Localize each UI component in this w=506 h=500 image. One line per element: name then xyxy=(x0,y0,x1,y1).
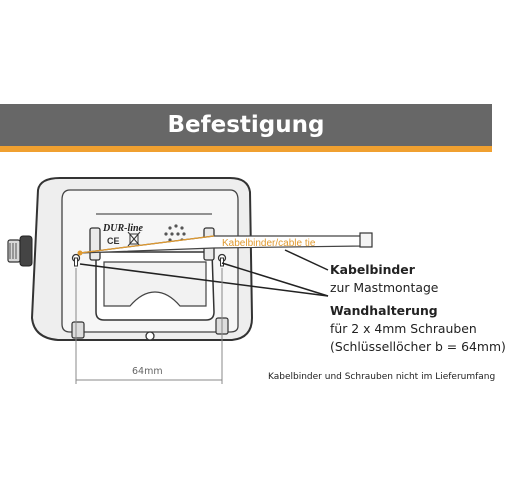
callout-kabelbinder: Kabelbinder zur Mastmontage xyxy=(330,261,438,297)
banner-accent-stripe xyxy=(0,146,492,152)
brand-logo: DUR-line xyxy=(102,223,144,234)
scope-note: Kabelbinder und Schrauben nicht im Liefe… xyxy=(268,372,496,382)
callout-wandhalterung-line2: (Schlüssellöcher b = 64mm) xyxy=(330,339,506,354)
callout-kabelbinder-title: Kabelbinder xyxy=(330,262,415,277)
dimension-label: 64mm xyxy=(132,366,163,377)
device-diagram: DUR-line CE Ka xyxy=(7,177,373,384)
keyhole-slots xyxy=(71,253,227,267)
dimension-line xyxy=(75,268,223,384)
cable-tie xyxy=(77,232,373,256)
weee-bin-icon xyxy=(127,231,141,247)
callout-wandhalterung-line1: für 2 x 4mm Schrauben xyxy=(330,321,477,336)
cable-tie-tag: Kabelbinder/cable tie xyxy=(222,238,316,249)
title-banner xyxy=(0,104,492,146)
mounting-clip xyxy=(89,227,215,321)
callout-wandhalterung-title: Wandhalterung xyxy=(330,303,438,318)
f-connector xyxy=(7,235,33,267)
ce-mark: CE xyxy=(107,236,120,246)
callout-kabelbinder-subtitle: zur Mastmontage xyxy=(330,280,439,295)
page-title: Befestigung xyxy=(167,112,325,138)
callout-wandhalterung: Wandhalterung für 2 x 4mm Schrauben (Sch… xyxy=(330,302,506,356)
leader-lines xyxy=(79,249,329,297)
